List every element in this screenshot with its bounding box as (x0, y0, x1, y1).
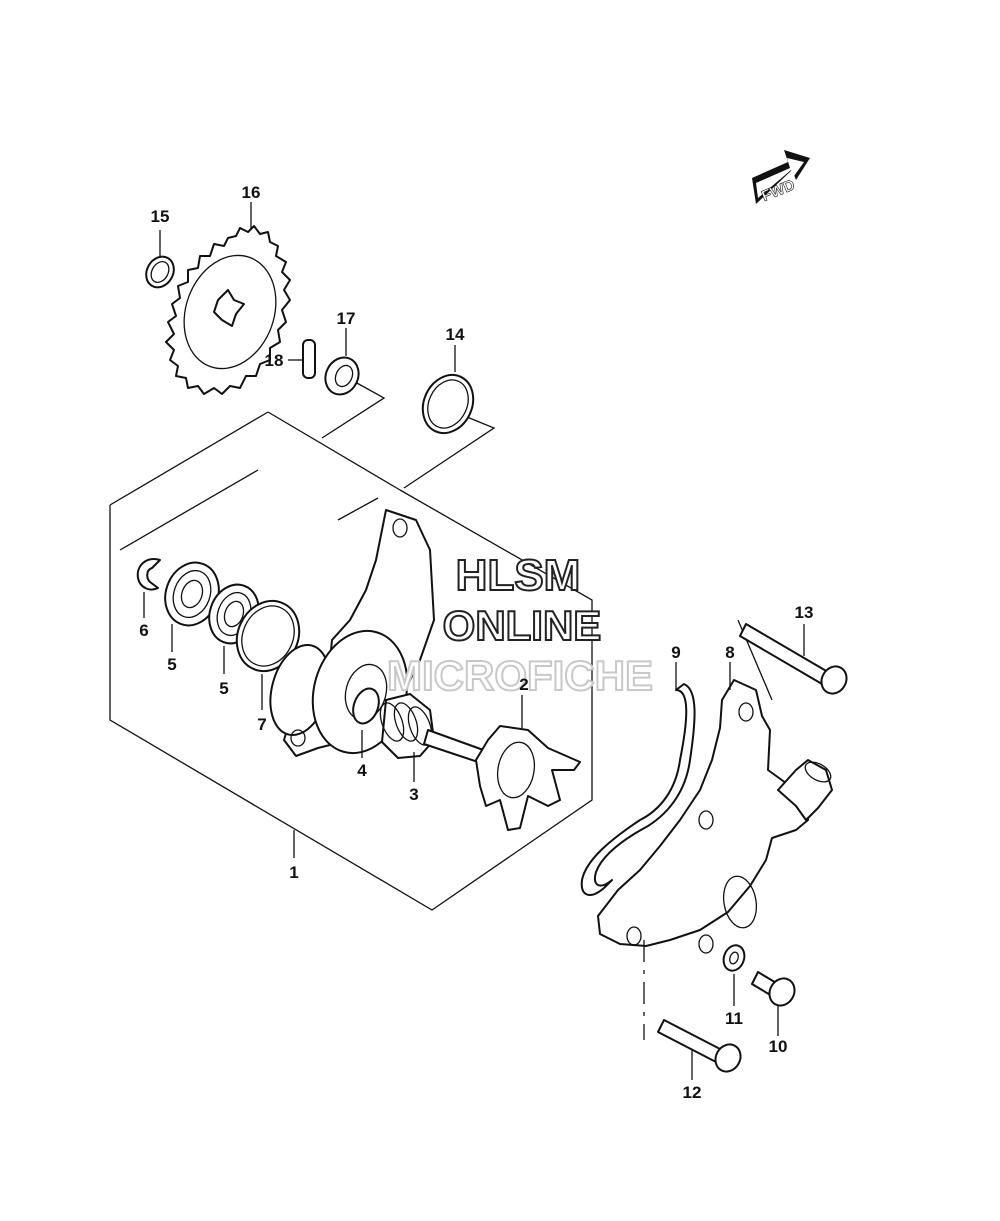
o-ring-14 (421, 373, 475, 435)
watermark-line2: ONLINE (443, 602, 602, 649)
callout-15: 15 (151, 207, 170, 226)
callout-4: 4 (357, 761, 367, 780)
drive-gear (165, 225, 291, 395)
oil-seal-4 (352, 687, 380, 725)
callout-2: 2 (519, 675, 528, 694)
pump-cover-8 (597, 679, 833, 954)
callout-12: 12 (683, 1083, 702, 1102)
leader-lines-upper (159, 202, 496, 489)
callout-5a: 5 (167, 655, 176, 674)
impeller-2 (423, 725, 581, 831)
callout-11: 11 (725, 1009, 743, 1028)
circlip-6 (136, 558, 161, 591)
o-ring-9 (580, 683, 696, 896)
callout-10: 10 (769, 1037, 788, 1056)
callout-13: 13 (795, 603, 814, 622)
fwd-arrow-icon: FWD (752, 150, 810, 205)
assembly-box (109, 411, 593, 911)
watermark: HLSM ONLINE MICROFICHE (386, 550, 654, 700)
callout-1: 1 (289, 863, 298, 882)
callout-labels: 1 2 3 4 5 5 6 7 8 9 10 11 12 13 14 15 16… (139, 183, 813, 1102)
callout-14: 14 (446, 325, 465, 344)
callout-8: 8 (725, 643, 734, 662)
callout-3: 3 (409, 785, 418, 804)
bolt-13 (739, 623, 848, 695)
callout-9: 9 (671, 643, 680, 662)
bearing-5a (164, 561, 220, 627)
pin-18 (302, 339, 316, 379)
callout-5b: 5 (219, 679, 228, 698)
bolt-12 (657, 1019, 742, 1073)
washer-11 (722, 944, 746, 972)
circlip-15 (145, 255, 175, 289)
callout-7: 7 (257, 715, 266, 734)
callout-17: 17 (337, 309, 356, 328)
mech-seal-3 (379, 693, 435, 759)
washer-17 (324, 356, 360, 396)
callout-6: 6 (139, 621, 148, 640)
callout-18: 18 (265, 351, 284, 370)
watermark-line3: MICROFICHE (387, 652, 653, 699)
watermark-line1: HLSM (456, 551, 581, 600)
o-ring-7 (235, 599, 301, 673)
callout-16: 16 (242, 183, 261, 202)
bolt-10 (751, 971, 796, 1007)
